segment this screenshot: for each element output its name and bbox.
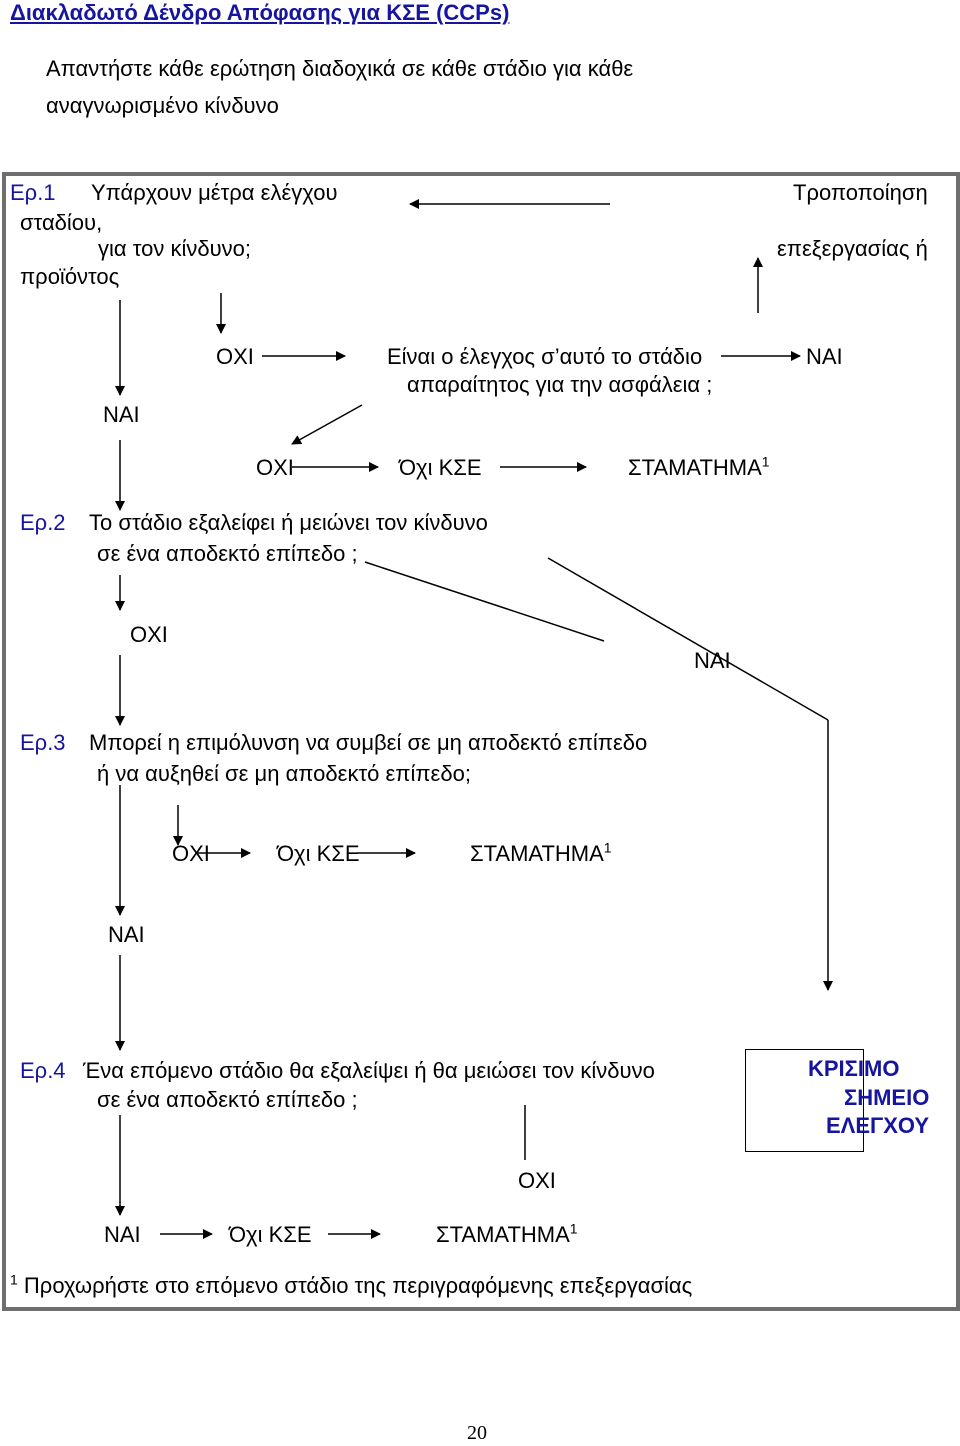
page-number: 20 bbox=[467, 1422, 487, 1444]
q2-text-2: σε ένα αποδεκτό επίπεδο ; bbox=[97, 541, 358, 566]
q4-text-1: Ένα επόμενο στάδιο θα εξαλείψει ή θα μει… bbox=[83, 1058, 655, 1083]
necessity-question-2: απαραίτητος για την ασφάλεια ; bbox=[407, 372, 713, 397]
q1-not-ccp: Όχι ΚΣΕ bbox=[399, 455, 482, 480]
q2-label: Ερ.2 bbox=[20, 510, 66, 535]
arrow-necessity-no bbox=[291, 404, 363, 445]
footnote-mark: 1 bbox=[10, 1271, 18, 1288]
q2-text-1: Το στάδιο εξαλείφει ή μειώνει τον κίνδυν… bbox=[89, 510, 488, 535]
page-title: Διακλαδωτό Δένδρο Απόφασης για ΚΣΕ (CCPs… bbox=[10, 0, 510, 25]
necessity-no-label: ΟΧΙ bbox=[256, 455, 294, 480]
footnote-text: Προχωρήστε στο επόμενο στάδιο της περιγρ… bbox=[23, 1273, 693, 1298]
q3-text-2: ή να αυξηθεί σε μη αποδεκτό επίπεδο; bbox=[97, 761, 471, 786]
ccp-line-3: ΕΛΕΓΧΟΥ bbox=[826, 1113, 930, 1138]
q3-stop-footnote-mark: 1 bbox=[603, 839, 612, 856]
intro-line-1: Απαντήστε κάθε ερώτηση διαδοχικά σε κάθε… bbox=[46, 56, 634, 81]
decision-tree-frame bbox=[2, 172, 960, 1311]
q3-stop: ΣΤΑΜΑΤΗΜΑ1 bbox=[470, 839, 612, 866]
q1-stop-footnote-mark: 1 bbox=[761, 453, 770, 470]
footnote: 1 Προχωρήστε στο επόμενο στάδιο της περι… bbox=[10, 1273, 692, 1299]
line-to-ccp bbox=[547, 557, 829, 721]
q3-text-1: Μπορεί η επιμόλυνση να συμβεί σε μη αποδ… bbox=[89, 730, 648, 755]
ccp-box bbox=[745, 1049, 864, 1152]
q4-yes-label: ΝΑΙ bbox=[104, 1222, 141, 1247]
modification-line-1: Τροποποίηση bbox=[793, 180, 928, 205]
q1-yes-label: ΝΑΙ bbox=[103, 402, 140, 427]
ccp-line-2: ΣΗΜΕΙΟ bbox=[844, 1085, 930, 1110]
q4-stop: ΣΤΑΜΑΤΗΜΑ1 bbox=[436, 1220, 578, 1247]
q1-no-label: ΟΧΙ bbox=[216, 344, 254, 369]
q1-stop: ΣΤΑΜΑΤΗΜΑ1 bbox=[628, 453, 770, 480]
q1-text-3: για τον κίνδυνο; bbox=[98, 236, 251, 261]
q4-stop-footnote-mark: 1 bbox=[569, 1220, 578, 1237]
line-q2-yes bbox=[364, 561, 605, 642]
q3-label: Ερ.3 bbox=[20, 730, 66, 755]
q1-text-4: προϊόντος bbox=[20, 264, 120, 289]
intro-line-2: αναγνωρισμένο κίνδυνο bbox=[46, 93, 279, 118]
ccp-line-1: ΚΡΙΣΙΜΟ bbox=[808, 1056, 900, 1081]
q4-label: Ερ.4 bbox=[20, 1058, 66, 1083]
q1-text-2: σταδίου, bbox=[20, 210, 103, 235]
modification-line-2: επεξεργασίας ή bbox=[777, 236, 928, 261]
q3-not-ccp: Όχι ΚΣΕ bbox=[277, 841, 360, 866]
necessity-yes-label: ΝΑΙ bbox=[806, 344, 843, 369]
q4-text-2: σε ένα αποδεκτό επίπεδο ; bbox=[97, 1087, 358, 1112]
q2-no-label: ΟΧΙ bbox=[130, 622, 168, 647]
q1-text-1: Υπάρχουν μέτρα ελέγχου bbox=[91, 180, 338, 205]
q4-no-label: ΟΧΙ bbox=[518, 1168, 556, 1193]
q1-label: Ερ.1 bbox=[10, 180, 56, 205]
q3-yes-label: ΝΑΙ bbox=[108, 922, 145, 947]
necessity-question-1: Είναι ο έλεγχος σ’αυτό το στάδιο bbox=[387, 344, 703, 369]
q4-not-ccp: Όχι ΚΣΕ bbox=[229, 1222, 312, 1247]
